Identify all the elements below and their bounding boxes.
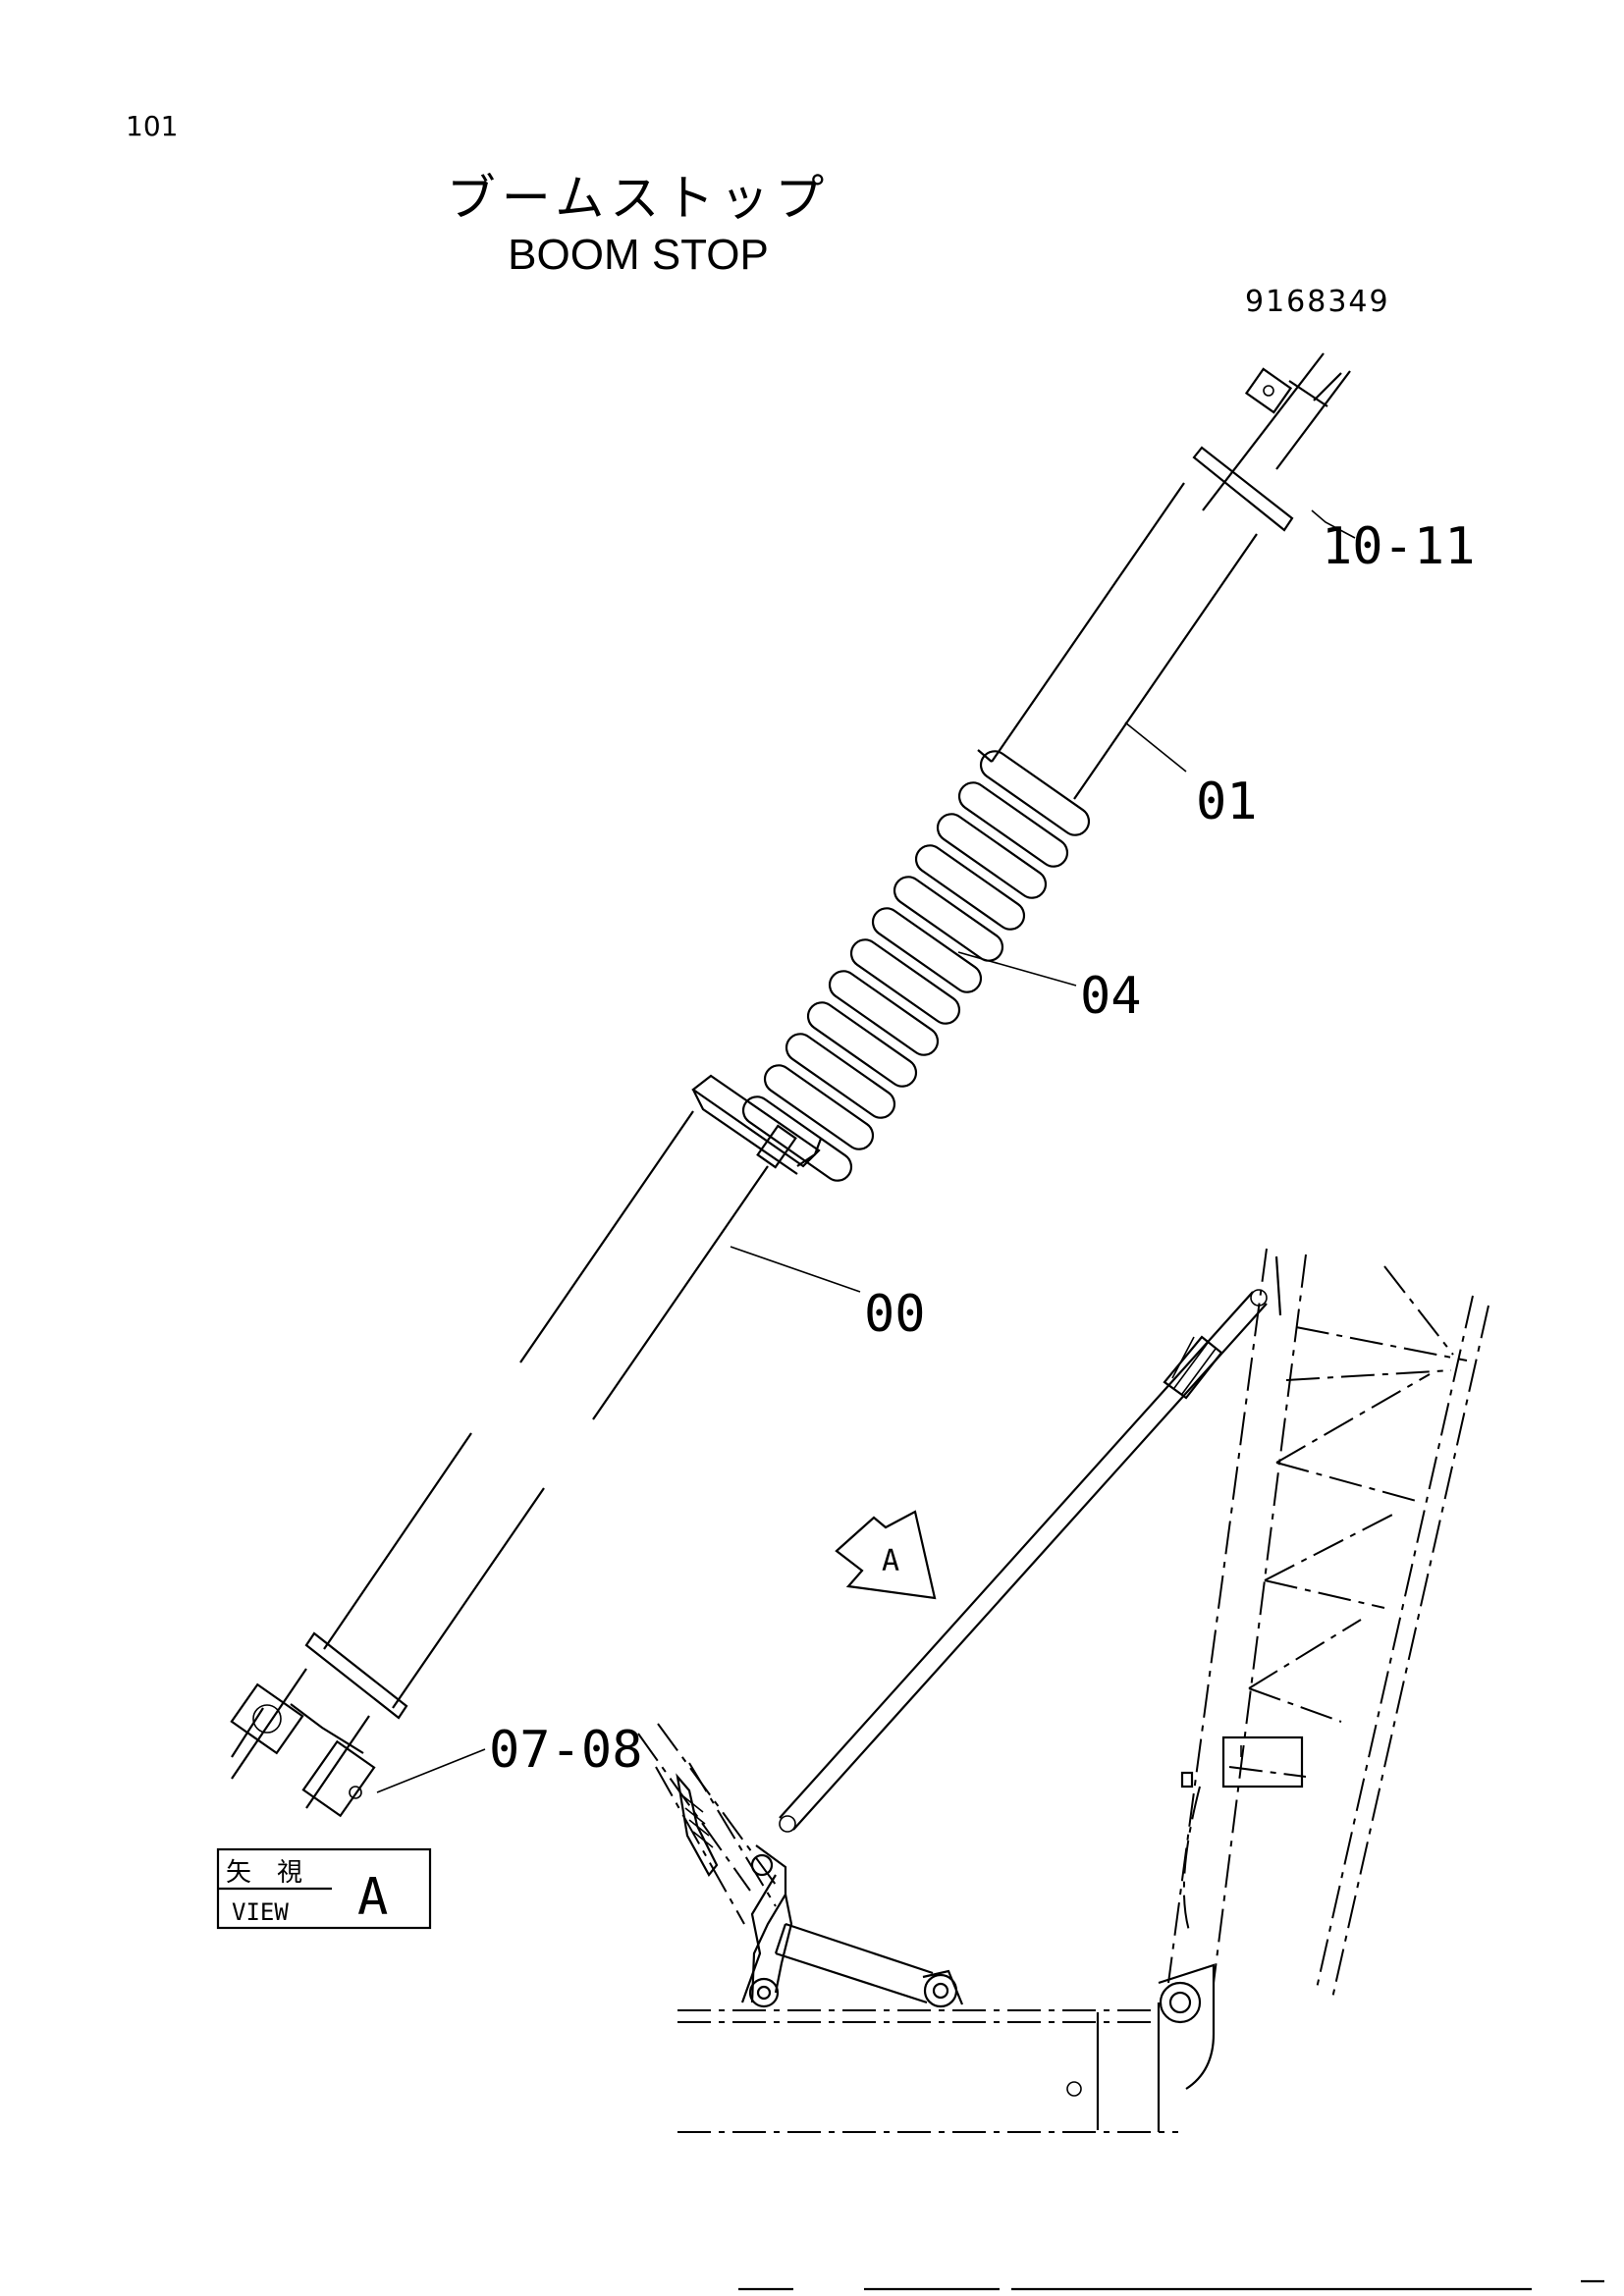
boom-foot (1158, 1963, 1216, 2090)
callout-07-08: 07-08 (489, 1721, 643, 1780)
callout-04: 04 (1080, 967, 1142, 1026)
boom-stop-assembly: 10-11 01 04 00 07-08 (230, 352, 1476, 1818)
installed-boom-stop-rod (779, 1289, 1268, 1833)
spring-coils (741, 750, 1091, 1182)
lower-tube (323, 1110, 769, 1709)
view-letter: A (357, 1868, 388, 1927)
view-label-box: 矢 視 VIEW A (216, 1847, 432, 1930)
gantry (637, 1723, 793, 2008)
view-label-text: VIEW (232, 1898, 289, 1926)
view-kanji: 矢 視 (226, 1858, 302, 1888)
bottom-rod-end (230, 1668, 376, 1818)
upper-tube (977, 482, 1258, 800)
lattice-boom (1167, 1248, 1489, 2003)
gantry-strut (774, 1922, 964, 2008)
callout-00: 00 (864, 1285, 926, 1344)
crane-context (637, 1248, 1489, 2133)
title-english: BOOM STOP (508, 231, 769, 279)
callout-01: 01 (1196, 773, 1258, 831)
base-frame (677, 2002, 1178, 2133)
title-japanese: ブームストップ (446, 170, 831, 227)
view-arrow-letter: A (882, 1544, 899, 1578)
top-plate (1192, 446, 1294, 532)
page-number: 101 (126, 110, 179, 142)
page-edge-marks (738, 2279, 1604, 2291)
leader-lines (376, 509, 1356, 1793)
callout-10-11: 10-11 (1322, 517, 1476, 576)
title-block: ブームストップ BOOM STOP (0, 169, 1276, 283)
top-rod-end (1202, 352, 1351, 511)
spring-seat (691, 1074, 823, 1175)
bottom-plate (304, 1631, 408, 1720)
drawing-number: 9168349 (1245, 285, 1390, 319)
view-a-arrow: A (835, 1510, 937, 1600)
